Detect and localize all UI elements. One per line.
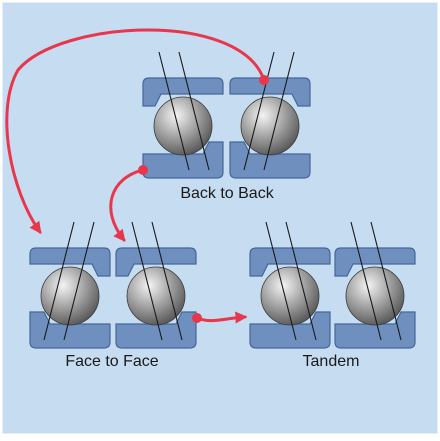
back-to-back-arrangement: Back to Back <box>142 51 311 202</box>
back-to-back-label: Back to Back <box>180 185 274 202</box>
contact-angle-line <box>243 51 275 171</box>
outer-ring <box>229 77 311 107</box>
outer-ring <box>334 247 416 277</box>
rolling-ball <box>345 266 405 326</box>
rolling-ball <box>153 96 213 156</box>
inner-ring <box>249 311 331 349</box>
contact-angle-line <box>43 221 75 341</box>
bearing-back-to-back-left <box>142 51 224 179</box>
tandem-label: Tandem <box>303 353 360 370</box>
contact-angle-line <box>158 51 190 171</box>
contact-angle-line <box>178 51 210 171</box>
arrow-start-dot-2 <box>138 165 148 175</box>
outer-ring <box>115 247 197 277</box>
contact-angle-line <box>265 221 297 341</box>
rolling-ball <box>126 266 186 326</box>
inner-ring <box>115 311 197 349</box>
bearing-face-to-face-left <box>29 221 111 349</box>
bearing-tandem-left <box>249 221 331 349</box>
tandem-arrangement: Tandem <box>249 221 416 370</box>
background-panel <box>1 1 439 435</box>
outer-ring <box>249 247 331 277</box>
contact-angle-line <box>285 221 317 341</box>
face-to-face-label: Face to Face <box>65 353 158 370</box>
face-to-face-arrangement: Face to Face <box>29 221 197 370</box>
arrows <box>5 28 269 324</box>
rolling-ball <box>40 266 100 326</box>
arrow-to-face-to-face-left <box>5 28 266 234</box>
bearing-tandem-right <box>334 221 416 349</box>
bearing-face-to-face-right <box>115 221 197 349</box>
outer-ring <box>142 77 224 107</box>
arrow-start-dot-3 <box>192 313 202 323</box>
arrow-to-face-to-face-right <box>109 168 145 242</box>
contact-angle-line <box>370 221 402 341</box>
contact-angle-line <box>263 51 295 171</box>
contact-angle-line <box>151 221 183 341</box>
outer-ring <box>29 247 111 277</box>
contact-angle-line <box>350 221 382 341</box>
contact-angle-line <box>131 221 163 341</box>
rolling-ball <box>240 96 300 156</box>
contact-angle-line <box>63 221 95 341</box>
inner-ring <box>229 141 311 179</box>
rolling-ball <box>260 266 320 326</box>
arrow-start-dot-1 <box>259 75 269 85</box>
inner-ring <box>334 311 416 349</box>
bearing-back-to-back-right <box>229 51 311 179</box>
inner-ring <box>29 311 111 349</box>
